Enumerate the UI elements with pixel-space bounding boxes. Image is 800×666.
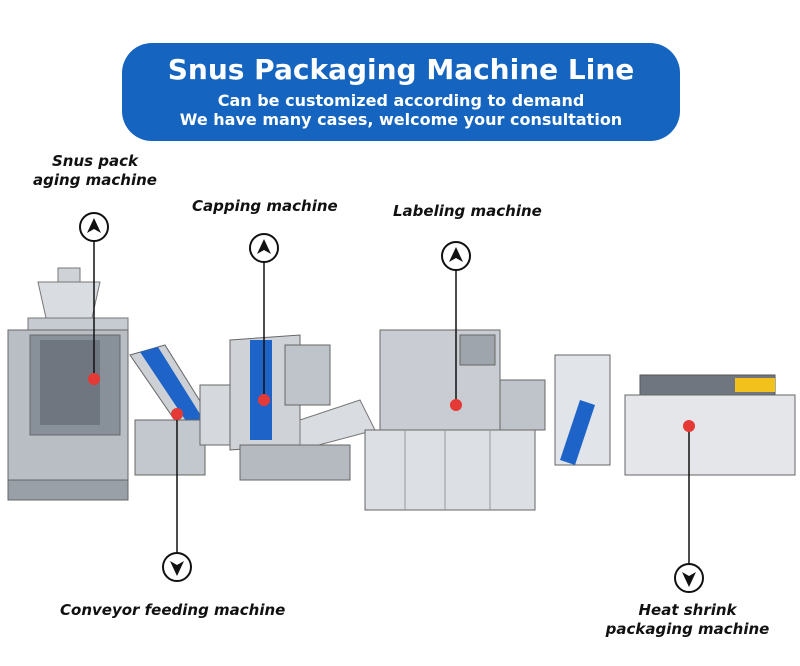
down-arrow-glyphs	[170, 561, 696, 587]
labeling-machine	[364, 329, 546, 511]
up-arrow-circle-icon	[79, 212, 471, 271]
snus-packaging-machine	[7, 267, 129, 501]
labeling-label: Labeling machine	[393, 202, 542, 220]
up-arrow-glyphs	[87, 218, 463, 262]
heat-label-line2: packaging machine	[605, 620, 770, 638]
banner-title: Snus Packaging Machine Line	[167, 53, 635, 86]
snus-label-line1: Snus pack	[51, 152, 139, 170]
banner-subtitle: Can be customized according to demand	[217, 91, 585, 110]
heat-label-line1: Heat shrink	[638, 601, 737, 619]
conveyor-label: Conveyor feeding machine	[60, 601, 286, 619]
heat-shrink-label: Heat shrink packaging machine	[600, 601, 775, 639]
callout-lines	[93, 241, 690, 564]
down-arrow-circle-icon	[162, 552, 704, 593]
capping-machine	[229, 334, 376, 481]
snus-label-line2: aging machine	[33, 171, 157, 189]
banner-subtitle-2: We have many cases, welcome your consult…	[179, 110, 623, 129]
snus-label: Snus pack aging machine	[30, 152, 160, 190]
heat-shrink-machine	[554, 354, 796, 476]
conveyor-feeding-machine	[129, 344, 241, 476]
capping-label: Capping machine	[192, 197, 338, 215]
red-dot-marker-icon	[88, 373, 695, 432]
title-banner: Snus Packaging Machine Line Can be custo…	[122, 43, 680, 141]
